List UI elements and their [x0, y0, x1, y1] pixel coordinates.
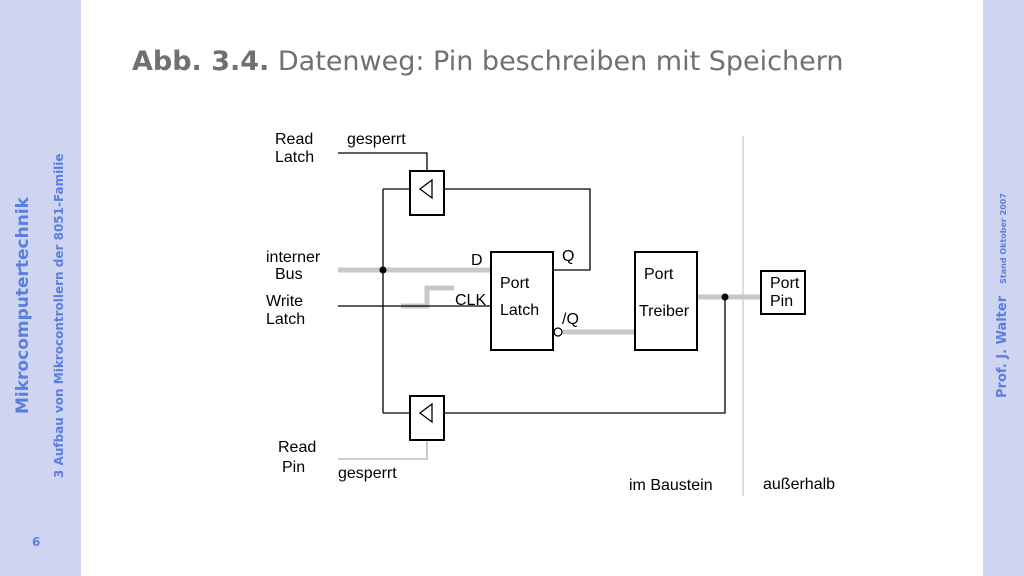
port-treiber-label-2: Treiber: [639, 303, 690, 320]
pin-nq-label: /Q: [562, 311, 579, 328]
ausserhalb-label: außerhalb: [763, 476, 835, 493]
top-buffer-box: [409, 170, 445, 216]
port-treiber-label-1: Port: [644, 266, 674, 283]
wires: [338, 152, 726, 414]
pin-clk-label: CLK: [455, 292, 486, 309]
gesperrt-top-label: gesperrt: [347, 131, 406, 148]
write-latch-label-2: Latch: [266, 311, 305, 328]
clk-pulse: [401, 285, 454, 309]
gesperrt-bottom-label: gesperrt: [338, 465, 397, 482]
read-pin-label-2: Pin: [282, 459, 305, 476]
page-number: 6: [32, 535, 41, 549]
pin-d-label: D: [471, 252, 483, 269]
inverted-output-bubble-icon: [553, 327, 563, 337]
slide-title: Abb. 3.4. Datenweg: Pin beschreiben mit …: [132, 46, 843, 77]
port-pin-label-1: Port: [770, 275, 800, 292]
port-latch-label-1: Port: [500, 275, 530, 292]
read-latch-label-1: Read: [275, 131, 313, 148]
port-latch-box: [490, 251, 554, 351]
read-latch-enable-wire: [338, 152, 428, 171]
top-buffer-triangle-icon: [418, 178, 433, 200]
right-sidebar: [983, 0, 1024, 576]
port-latch-label-2: Latch: [500, 302, 539, 319]
pin-junction-dot: [721, 293, 729, 301]
figure-caption: Datenweg: Pin beschreiben mit Speichern: [277, 46, 844, 77]
bus-junction-dot: [379, 266, 387, 274]
port-pin-box: [760, 270, 806, 315]
figure-number: Abb. 3.4.: [132, 46, 270, 77]
pin-readback-wire: [444, 297, 726, 414]
read-pin-label-1: Read: [278, 439, 316, 456]
write-latch-label-1: Write: [266, 293, 303, 310]
interner-bus-label-2: Bus: [275, 266, 303, 283]
interner-bus-label-1: interner: [266, 249, 321, 266]
pin-q-label: Q: [562, 248, 574, 265]
left-sidebar: [0, 0, 81, 576]
port-pin-label-2: Pin: [770, 293, 793, 310]
q-feedback-wire: [444, 188, 591, 271]
im-baustein-label: im Baustein: [629, 477, 713, 494]
read-pin-enable-wire: [338, 440, 428, 460]
port-treiber-box: [634, 251, 698, 351]
read-latch-label-2: Latch: [275, 149, 314, 166]
bottom-buffer-triangle-icon: [418, 402, 433, 424]
